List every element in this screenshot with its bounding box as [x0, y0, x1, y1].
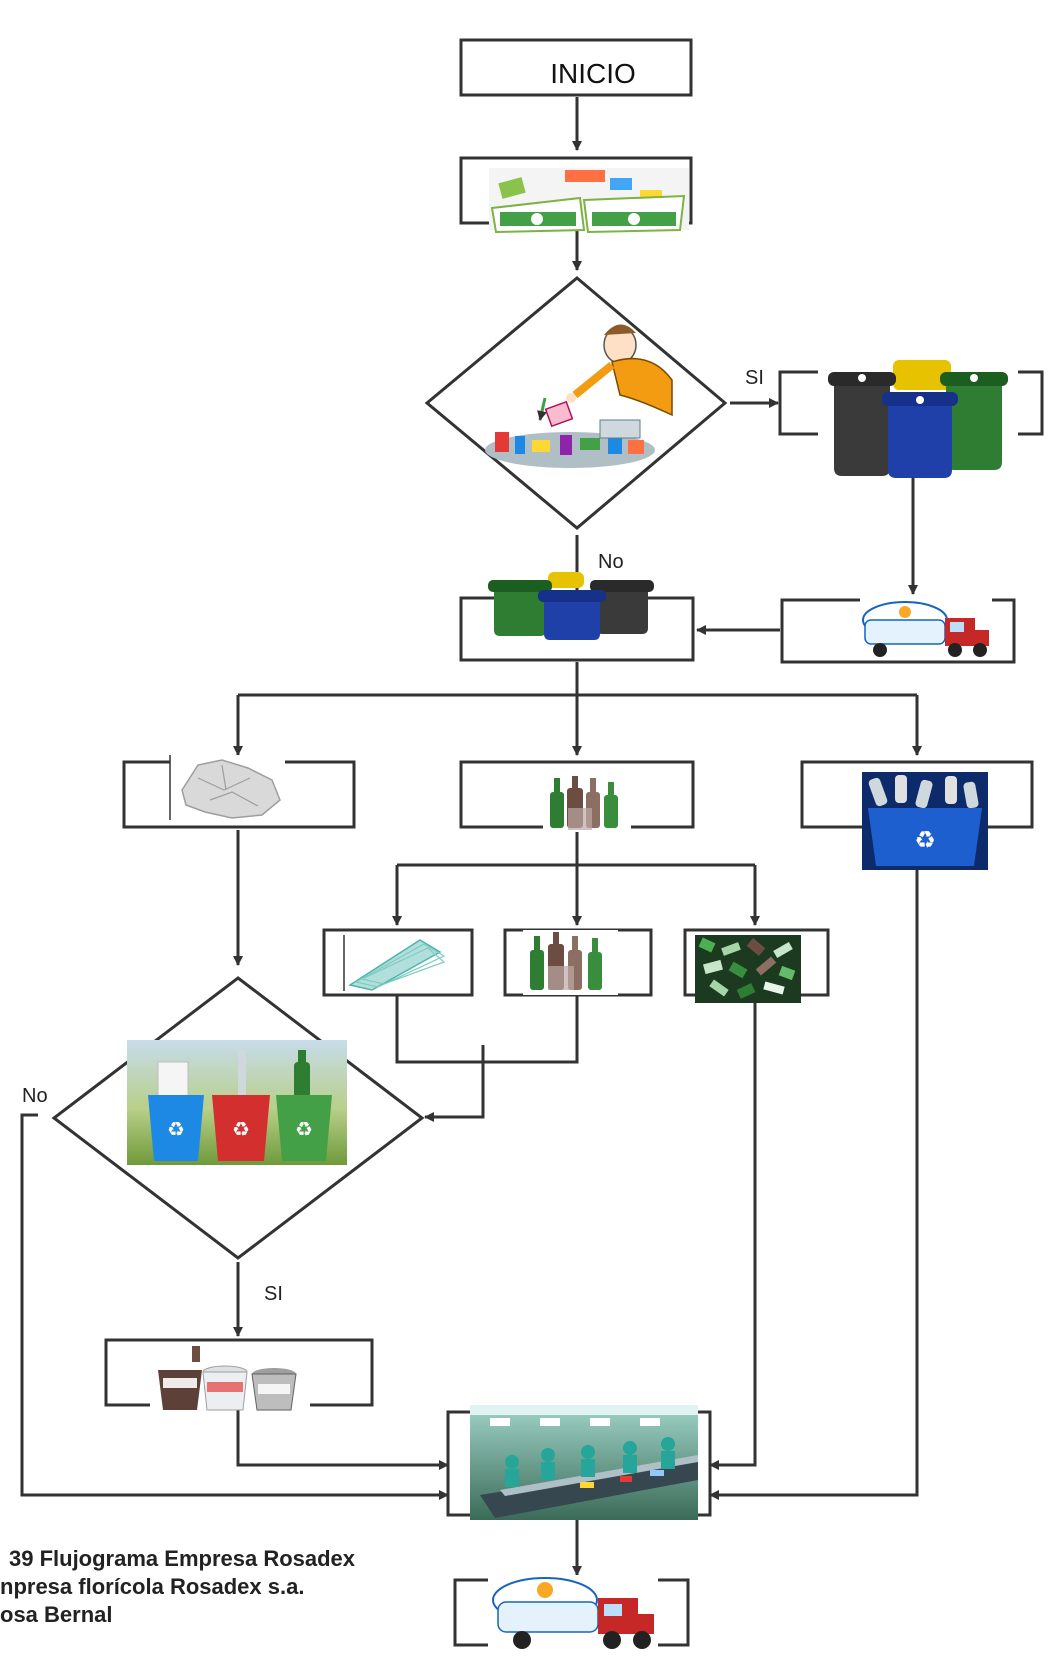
recycle-containers-icon: ♻ ♻ ♻ — [127, 1040, 347, 1165]
caption-line-3: osa Bernal — [0, 1602, 113, 1627]
svg-text:♻: ♻ — [295, 1117, 313, 1141]
arrow-decision2-no — [20, 1113, 449, 1500]
arrow-brokenglass-to-facility — [709, 1000, 757, 1470]
glass-bottles-icon — [543, 775, 631, 832]
yes-label-decision2: SI — [264, 1283, 283, 1305]
recycle-bags-icon — [489, 168, 689, 234]
svg-text:♻: ♻ — [914, 826, 936, 854]
crumpled-paper-icon — [169, 755, 285, 820]
caption-line-1: 39 Flujograma Empresa Rosadex — [9, 1546, 356, 1571]
no-label-decision2: No — [22, 1085, 48, 1107]
glass-sheets-box — [322, 928, 474, 997]
line-sheets-bottles-merge — [395, 995, 579, 1064]
decision-classify — [51, 976, 425, 1260]
svg-text:♻: ♻ — [167, 1117, 185, 1141]
start-label: INICIO — [550, 58, 636, 89]
glass-sheets-icon — [343, 935, 446, 991]
yes-label-decision1: SI — [745, 367, 764, 389]
paper-plastic-glass-baskets-icon — [150, 1346, 310, 1411]
connectors — [20, 97, 922, 1576]
arrow-merge-to-decision2 — [424, 1045, 485, 1122]
no-label-decision1: No — [598, 551, 624, 573]
start-box — [459, 38, 693, 97]
glass-bottles-icon — [523, 930, 618, 995]
arrow-plastic-to-facility — [709, 865, 919, 1500]
broken-glass-icon — [695, 935, 801, 1003]
person-sorting-icon — [485, 324, 673, 468]
four-bins-icon — [818, 360, 1018, 478]
four-bins-icon — [488, 572, 654, 640]
waste-truck-icon — [860, 596, 992, 658]
sorting-facility-icon — [470, 1405, 698, 1520]
plastic-bottles-bin-icon: ♻ — [862, 772, 988, 870]
decision-separate — [424, 276, 728, 530]
arrow-baskets-to-facility — [236, 1410, 449, 1470]
waste-truck-icon — [488, 1575, 658, 1650]
svg-text:♻: ♻ — [232, 1117, 250, 1141]
figure-caption: 39 Flujograma Empresa Rosadex npresa flo… — [0, 1545, 355, 1629]
caption-line-2: npresa florícola Rosadex s.a. — [0, 1574, 305, 1599]
